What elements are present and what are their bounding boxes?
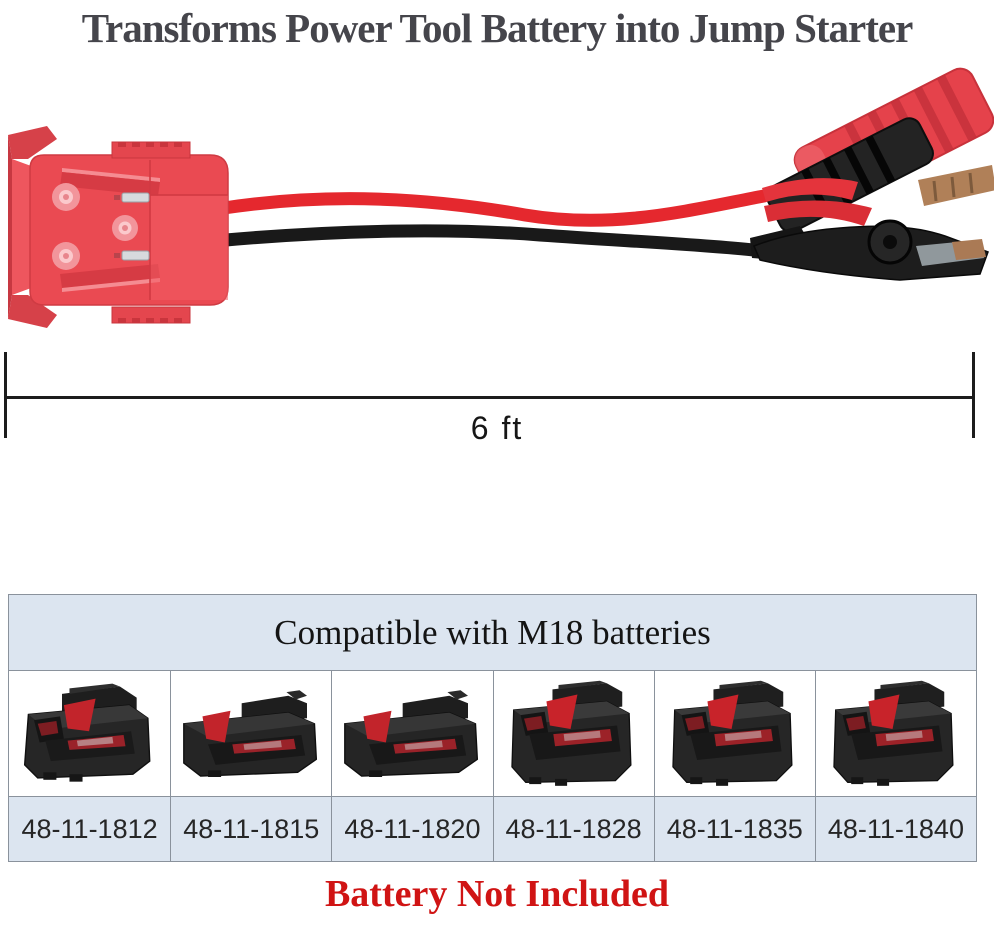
battery-compact-icon bbox=[176, 679, 326, 791]
battery-xl-icon bbox=[821, 679, 971, 791]
battery-xl-icon bbox=[499, 679, 649, 791]
measure-end-bar-right bbox=[972, 352, 975, 438]
battery-cell bbox=[170, 671, 331, 796]
part-number-row: 48-11-1812 48-11-1815 48-11-1820 48-11-1… bbox=[9, 796, 976, 861]
battery-slim-icon bbox=[337, 679, 487, 791]
measure-end-bar-left bbox=[4, 352, 7, 438]
part-number: 48-11-1812 bbox=[21, 813, 158, 844]
battery-not-included-note: Battery Not Included bbox=[324, 873, 670, 915]
battery-compact-icon bbox=[15, 679, 165, 791]
battery-adapter-graphic bbox=[8, 126, 229, 328]
compatibility-table-header: Compatible with M18 batteries bbox=[9, 595, 976, 671]
measure-line bbox=[5, 396, 974, 399]
battery-cell bbox=[9, 671, 170, 796]
product-photo-illustration bbox=[8, 67, 994, 328]
battery-cell bbox=[492, 671, 654, 796]
part-number: 48-11-1815 bbox=[170, 797, 331, 861]
battery-cell bbox=[331, 671, 492, 796]
part-number: 48-11-1828 bbox=[492, 797, 654, 861]
page-title: Transforms Power Tool Battery into Jump … bbox=[81, 5, 914, 51]
black-cable bbox=[219, 224, 761, 257]
battery-image-row bbox=[9, 671, 976, 796]
part-number: 48-11-1820 bbox=[331, 797, 492, 861]
battery-cell bbox=[653, 671, 815, 796]
part-number: 48-11-1840 bbox=[814, 797, 976, 861]
battery-cell bbox=[814, 671, 976, 796]
compatibility-table: Compatible with M18 batteries 48-11-1812 bbox=[8, 594, 977, 862]
length-label: 6 ft bbox=[470, 410, 524, 446]
part-number: 48-11-1835 bbox=[653, 797, 815, 861]
red-cable bbox=[217, 189, 771, 227]
battery-xl-icon bbox=[660, 679, 810, 791]
black-clamp-graphic bbox=[750, 117, 989, 281]
